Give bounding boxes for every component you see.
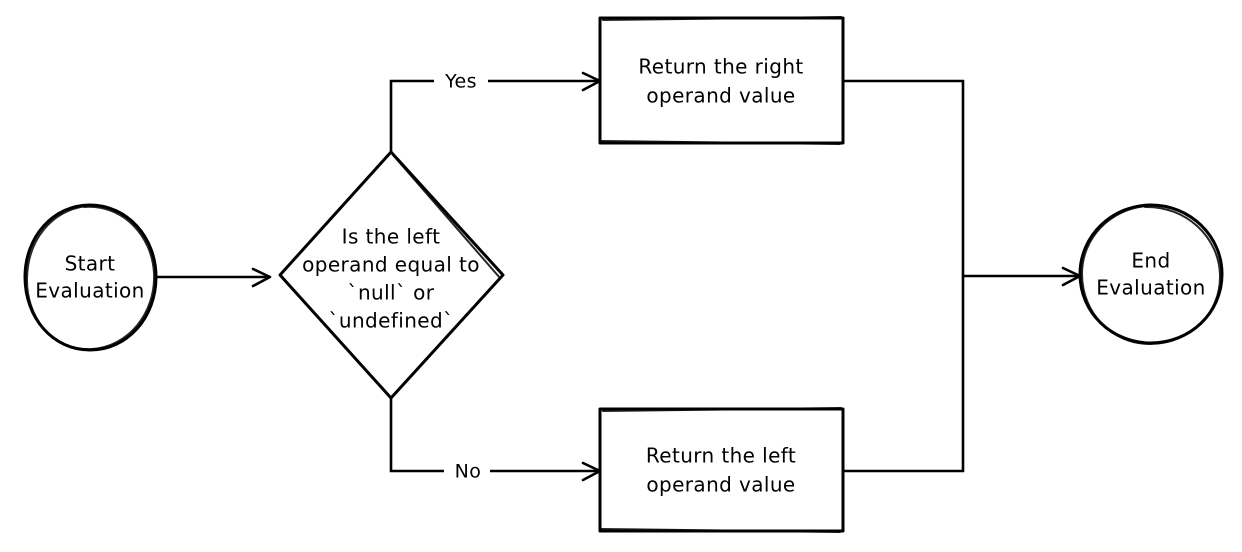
start-circle-sketch-overlay — [25, 205, 156, 351]
return-right-box-shape — [598, 16, 845, 145]
return-left-box-sketch-overlay — [601, 407, 842, 533]
edge-line-decision-to-return-right — [389, 79, 598, 154]
node-return-right-label-line2: operand value — [646, 84, 795, 108]
edge-label-no: No — [455, 461, 482, 483]
edge-line-return-right-to-end — [843, 79, 1078, 278]
node-decision-label-line3: `null` or — [348, 281, 435, 305]
edge-start-to-decision — [156, 267, 272, 288]
node-return-right[interactable]: Return the right operand value — [598, 16, 845, 145]
node-end-label-line2: Evaluation — [1096, 276, 1206, 300]
edge-decision-to-return-left: No — [389, 397, 602, 483]
edge-label-background-yes — [434, 70, 488, 93]
edge-label-background-no — [444, 460, 490, 483]
node-end[interactable]: End Evaluation — [1078, 203, 1224, 345]
node-decision-label-line4: `undefined` — [328, 309, 453, 333]
return-right-box-sketch-overlay — [601, 16, 842, 145]
edge-return-left-to-end — [843, 276, 965, 473]
decision-diamond-shape — [278, 150, 505, 400]
node-start-label-line2: Evaluation — [35, 279, 145, 303]
edge-line-decision-to-return-left — [389, 397, 598, 473]
node-start[interactable]: Start Evaluation — [23, 203, 158, 352]
decision-diamond-sketch-overlay — [392, 154, 501, 279]
edge-label-yes: Yes — [444, 71, 477, 93]
node-return-right-label-line1: Return the right — [638, 55, 803, 79]
return-left-box-shape — [598, 407, 845, 533]
edge-return-right-to-end — [843, 79, 1082, 287]
node-start-label-line1: Start — [65, 252, 116, 276]
edge-decision-to-return-right: Yes — [389, 70, 602, 154]
node-decision[interactable]: Is the left operand equal to `null` or `… — [278, 150, 505, 400]
node-return-left-label-line1: Return the left — [646, 444, 796, 468]
edge-line-return-left-to-end — [843, 276, 965, 473]
end-circle-sketch-overlay — [1081, 205, 1222, 345]
arrowhead-icon — [251, 267, 272, 288]
node-end-label-line1: End — [1131, 249, 1170, 273]
node-return-left-label-line2: operand value — [646, 473, 795, 497]
node-return-left[interactable]: Return the left operand value — [598, 407, 845, 533]
node-decision-label-line1: Is the left — [342, 225, 441, 249]
node-decision-label-line2: operand equal to — [302, 253, 480, 277]
